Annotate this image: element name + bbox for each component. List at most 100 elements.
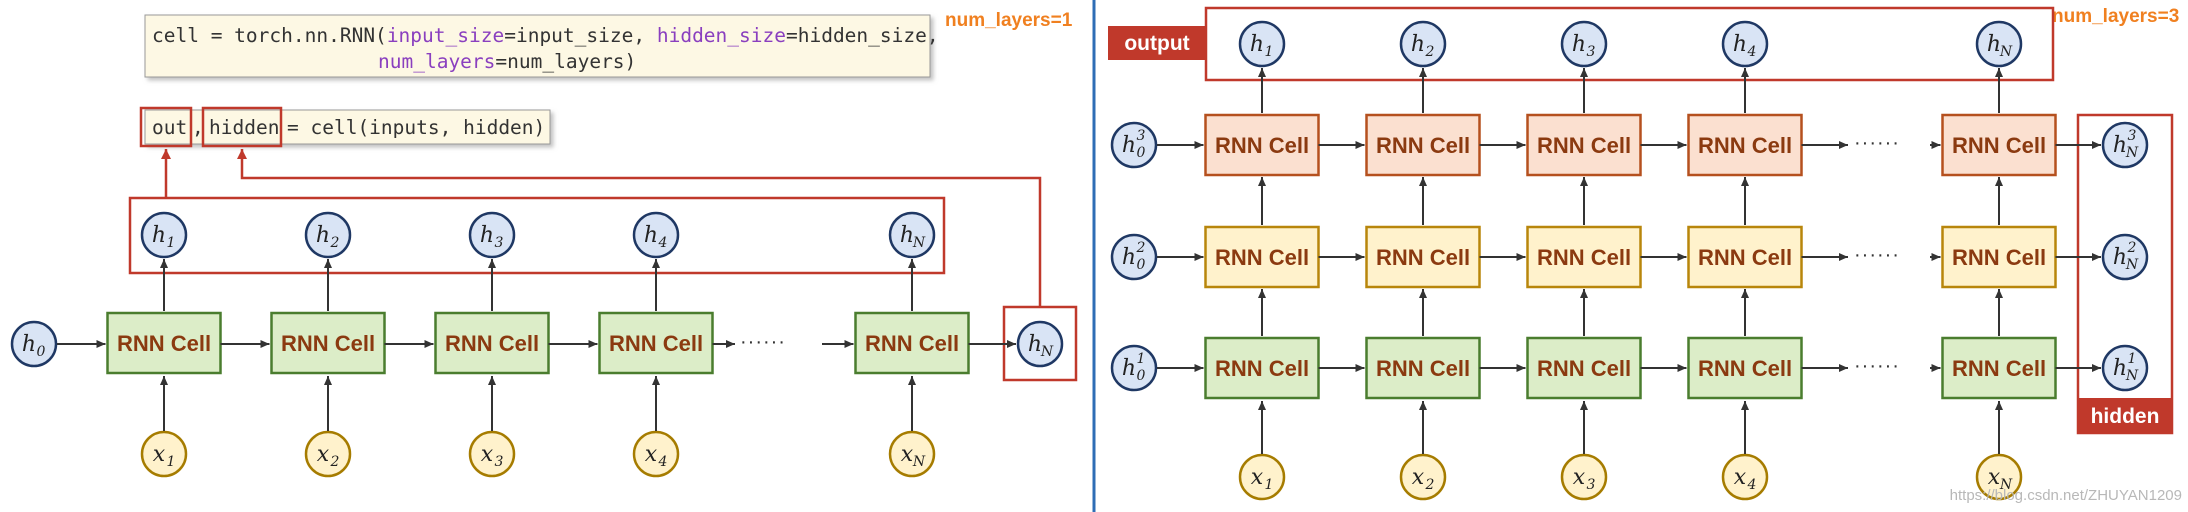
right-input-3: x3 [1560, 453, 1608, 501]
left-input-2: x2 [304, 430, 352, 478]
right-rnn-cell-l3-t5-label: RNN Cell [1952, 133, 2046, 158]
left-rnn-cell-4: RNN Cell [598, 311, 714, 375]
right-rnn-cell-l2-t4-box [1687, 225, 1803, 289]
right-rnn-cell-l2-t2: RNN Cell [1365, 225, 1481, 289]
left-rnn-cell-4-label: RNN Cell [609, 331, 703, 356]
right-rnn-cell-l2-t4: RNN Cell [1687, 225, 1803, 289]
right-rnn-cell-l2-t1-label: RNN Cell [1215, 245, 1309, 270]
left-output-1-label: h1 [152, 223, 176, 251]
right-input-3-circle [1560, 453, 1608, 501]
left-input-4: x4 [632, 430, 680, 478]
right-rnn-cell-l1-t3-box [1526, 336, 1642, 400]
right-rnn-cell-l1-t4: RNN Cell [1687, 336, 1803, 400]
left-output-1-circle [140, 211, 188, 259]
left-rnn-cell-1: RNN Cell [106, 311, 222, 375]
code-line-2: num_layers=num_layers) [378, 50, 636, 73]
left-input-2-label: x2 [317, 442, 340, 470]
left-rnn-cell-2-box [270, 311, 386, 375]
left-rnn-cell-2-label: RNN Cell [281, 331, 375, 356]
right-output-3: h3 [1560, 20, 1608, 68]
right-ellipsis-l2: ······ [1854, 244, 1900, 266]
right-input-2: x2 [1399, 453, 1447, 501]
left-output-3-label: h3 [480, 223, 504, 251]
right-rnn-cell-l3-t2-label: RNN Cell [1376, 133, 1470, 158]
right-rnn-cell-l2-t1: RNN Cell [1204, 225, 1320, 289]
left-output-2-circle [304, 211, 352, 259]
right-input-1: x1 [1238, 453, 1286, 501]
right-rnn-cell-l1-t5: RNN Cell [1941, 336, 2057, 400]
left-output-2-label: h2 [316, 223, 340, 251]
right-rnn-cell-l1-t5-label: RNN Cell [1952, 356, 2046, 381]
left-rnn-cell-3-box [434, 311, 550, 375]
right-rnn-cell-l2-t3-label: RNN Cell [1537, 245, 1631, 270]
right-input-5-circle [1975, 453, 2023, 501]
right-rnn-cell-l3-t2: RNN Cell [1365, 113, 1481, 177]
right-hn-layer2-node-circle [2101, 233, 2149, 281]
right-ellipsis-l1: ······ [1854, 355, 1900, 377]
out-highlight [139, 106, 193, 148]
left-output-group [128, 196, 946, 275]
left-input-5: xN [888, 430, 936, 478]
left-input-1-circle [140, 430, 188, 478]
left-output-1: h1 [140, 211, 188, 259]
right-rnn-cell-l2-t2-label: RNN Cell [1376, 245, 1470, 270]
call-box [144, 109, 551, 145]
right-ellipsis-l3: ······ [1854, 132, 1900, 154]
right-rnn-cell-l3-t4-label: RNN Cell [1698, 133, 1792, 158]
right-input-2-circle [1399, 453, 1447, 501]
hidden-badge [2078, 398, 2172, 433]
right-input-4: x4 [1721, 453, 1769, 501]
left-ellipsis: ······ [740, 331, 786, 353]
right-input-3-label: x3 [1573, 465, 1596, 493]
left-rnn-cell-3: RNN Cell [434, 311, 550, 375]
code-line-1: cell = torch.nn.RNN(input_size=input_siz… [152, 24, 939, 47]
right-input-5: xN [1975, 453, 2023, 501]
right-rnn-cell-l2-t2-box [1365, 225, 1481, 289]
right-rnn-cell-l3-t5: RNN Cell [1941, 113, 2057, 177]
right-hn-layer1-node-circle [2101, 344, 2149, 392]
left-rnn-cell-3-label: RNN Cell [445, 331, 539, 356]
left-rnn-cell-4-box [598, 311, 714, 375]
left-output-4: h4 [632, 211, 680, 259]
watermark: https://blog.csdn.net/ZHUYAN1209 [1950, 487, 2182, 504]
right-rnn-cell-l3-t4: RNN Cell [1687, 113, 1803, 177]
right-rnn-cell-l2-t5-box [1941, 225, 2057, 289]
arrow-to-hidden [237, 149, 1042, 307]
left-output-3: h3 [468, 211, 516, 259]
right-output-4-circle [1721, 20, 1769, 68]
call-hidden-text: hidden [209, 116, 279, 139]
right-h0-layer3-node-circle [1110, 121, 1158, 169]
right-output-3-label: h3 [1572, 32, 1596, 60]
left-output-5: hN [888, 211, 936, 259]
right-output-group [1204, 6, 2055, 82]
call-rest-text: = cell(inputs, hidden) [287, 116, 545, 139]
call-comma: , [192, 116, 204, 139]
hidden-highlight [201, 106, 283, 148]
right-rnn-cell-l1-t2-box [1365, 336, 1481, 400]
right-rnn-cell-l1-t2: RNN Cell [1365, 336, 1481, 400]
left-panel: num_layers=1 cell = torch.nn.RNN(input_s… [10, 10, 1078, 478]
right-output-1: h1 [1238, 20, 1286, 68]
left-input-1-label: x1 [153, 442, 176, 470]
left-rnn-cell-5-box [854, 311, 970, 375]
right-rnn-cell-l3-t3: RNN Cell [1526, 113, 1642, 177]
right-rnn-cell-l2-t5: RNN Cell [1941, 225, 2057, 289]
right-rnn-cell-l3-t3-label: RNN Cell [1537, 133, 1631, 158]
right-rnn-cell-l3-t1-label: RNN Cell [1215, 133, 1309, 158]
right-rnn-cell-l1-t3: RNN Cell [1526, 336, 1642, 400]
left-h0-node-circle [10, 320, 58, 368]
code-box [144, 14, 931, 78]
right-output-4: h4 [1721, 20, 1769, 68]
right-input-1-label: x1 [1251, 465, 1274, 493]
right-rnn-cell-l3-t1: RNN Cell [1204, 113, 1320, 177]
left-output-2: h2 [304, 211, 352, 259]
